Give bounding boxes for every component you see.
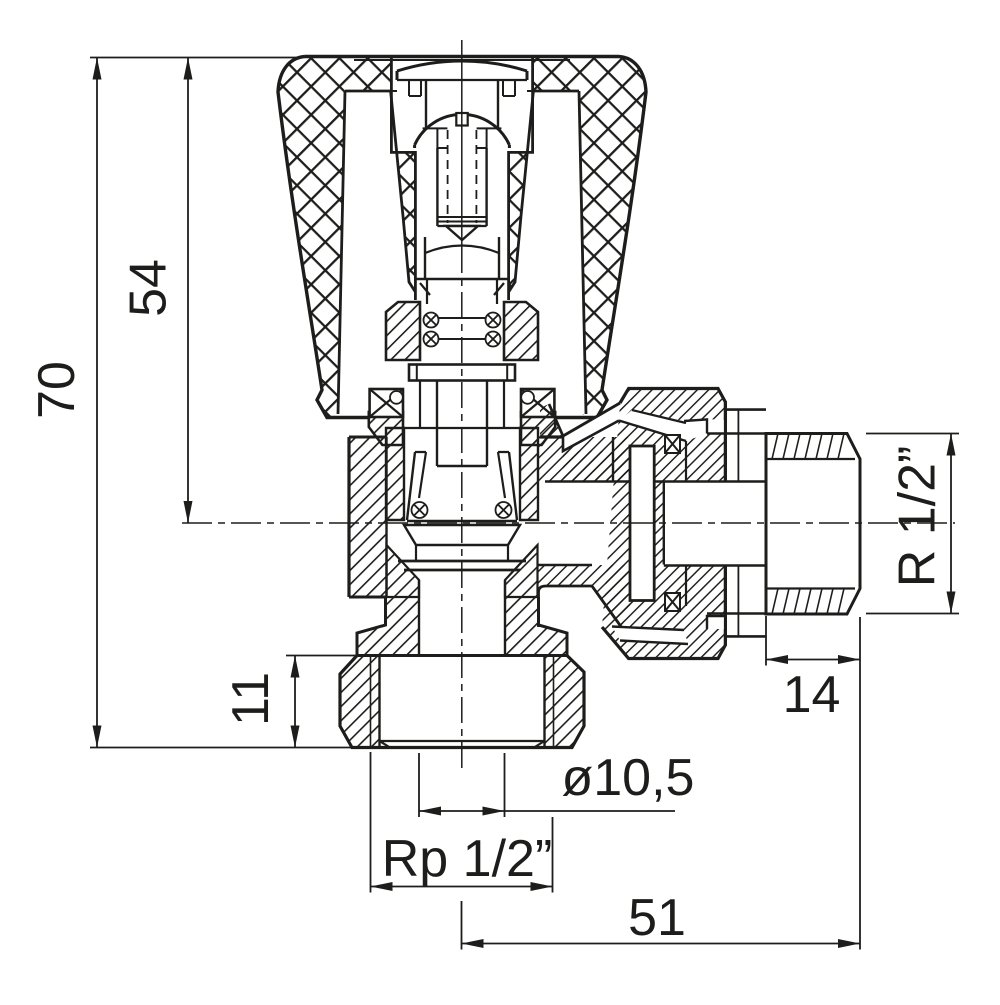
svg-text:11: 11 (222, 672, 280, 726)
svg-text:ø10,5: ø10,5 (562, 749, 695, 807)
svg-text:14: 14 (783, 666, 841, 724)
svg-text:R 1/2”: R 1/2” (889, 446, 947, 588)
svg-text:54: 54 (120, 259, 178, 317)
svg-text:51: 51 (628, 889, 686, 947)
svg-text:Rp 1/2”: Rp 1/2” (382, 830, 553, 888)
svg-text:70: 70 (28, 361, 86, 419)
